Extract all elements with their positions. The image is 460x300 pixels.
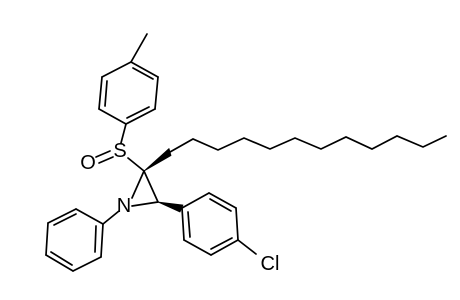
aziridine-nitrogen-bond (131, 201, 159, 207)
phenyl-ring-inner-bond (94, 225, 97, 253)
chlorophenyl-ring-inner-bond (187, 211, 191, 238)
aziridine-ring (131, 170, 159, 207)
sulfinyl-group (95, 123, 145, 172)
chlorophenyl-ring-inner-bond (210, 237, 233, 250)
chlorophenyl-ring-bond (181, 192, 210, 209)
phenyl-ring-bond (45, 222, 49, 256)
chlorine-bond (237, 239, 257, 255)
tolyl-ring-inner-bond (126, 106, 150, 119)
tolyl-ring-bond (130, 61, 159, 78)
atom-labels: S O N Cl (80, 140, 279, 275)
chlorophenyl-ring-bond (208, 192, 237, 209)
tolyl-ring-bond (125, 108, 156, 125)
sulfur-to-aziridine-bond (127, 157, 145, 172)
chlorophenyl-ring-bond (181, 207, 185, 241)
oxygen-atom-label: O (80, 152, 96, 174)
decyl-chain-bonds (169, 135, 447, 153)
phenyl-ring-bond (100, 223, 104, 258)
sulfur-oxygen-double-bond (98, 156, 114, 164)
chlorophenyl-group (157, 192, 257, 256)
chlorophenyl-ring-bond (210, 239, 239, 256)
phenyl-ring-bond (72, 256, 102, 272)
phenyl-ring-inner-bond (50, 251, 73, 266)
decyl-chain (143, 135, 447, 172)
tolyl-ring-bond (98, 108, 127, 125)
decyl-wedge-bond (143, 148, 172, 172)
phenyl-ring-bond (47, 208, 77, 224)
chlorophenyl-wedge-bond (157, 201, 184, 213)
chlorophenyl-ring-inner-bond (209, 198, 232, 212)
aziridine-carbon-carbon-bond (143, 170, 159, 203)
phenyl-ring-bond (75, 208, 104, 225)
tolyl-ring-bond (101, 61, 132, 78)
nitrogen-to-phenyl-bond (102, 210, 120, 225)
tolyl-group (98, 33, 159, 125)
methyl-bond (130, 33, 148, 63)
sulfur-oxygen-double-bond (95, 150, 111, 158)
chlorine-atom-label: Cl (261, 253, 280, 275)
phenyl-ring-bond (45, 254, 74, 272)
phenyl-group (45, 208, 120, 272)
nitrogen-atom-label: N (117, 195, 131, 217)
tolyl-ring-bond (98, 76, 103, 110)
tolyl-ring-inner-bond (104, 80, 108, 107)
phenyl-ring-inner-bond (53, 213, 77, 226)
chlorophenyl-ring-bond (235, 207, 239, 241)
tolyl-ring-bond (154, 76, 159, 110)
ring-to-sulfur-bond (120, 123, 127, 144)
aziridine-nitrogen-bond (131, 170, 145, 199)
chlorophenyl-ring-bond (183, 239, 212, 256)
tolyl-ring-inner-bond (132, 67, 154, 80)
sulfur-atom-label: S (113, 140, 126, 162)
